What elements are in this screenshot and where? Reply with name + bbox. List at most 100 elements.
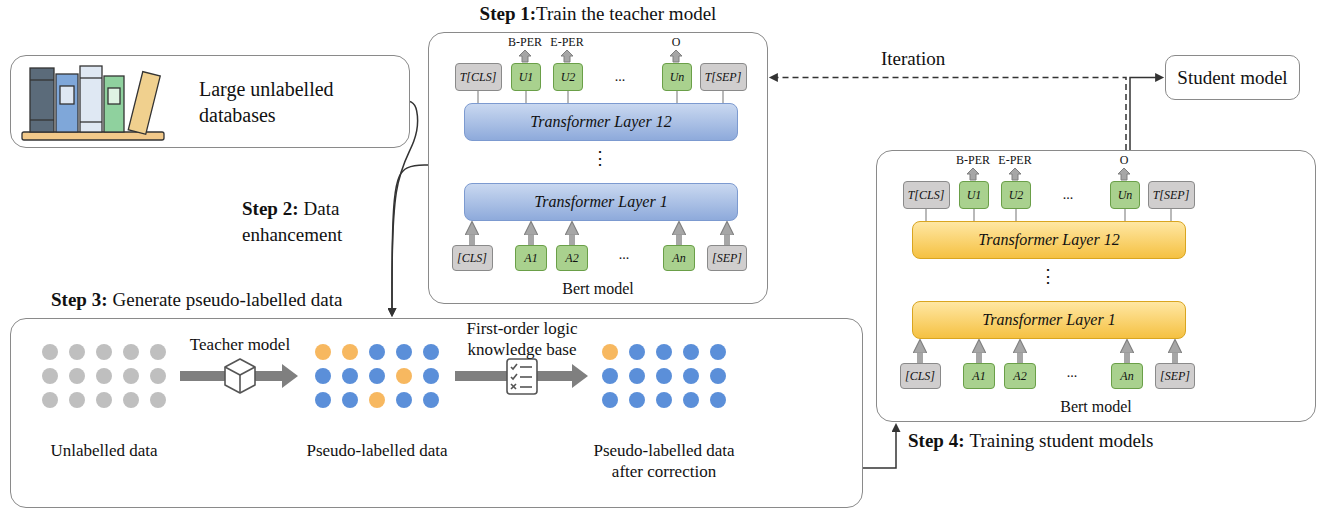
node-text: [CLS] <box>905 369 935 384</box>
node-text: Transformer Layer 1 <box>982 311 1115 329</box>
data-dot <box>150 344 166 360</box>
tag-label: E-PER <box>985 152 1045 168</box>
token-box: U2 <box>553 63 583 91</box>
data-dot <box>123 368 139 384</box>
node-text: A1 <box>524 251 537 266</box>
node-text: U2 <box>561 70 576 85</box>
token-box: A2 <box>1004 363 1036 389</box>
data-label: Pseudo-labelled data after correction <box>579 440 749 482</box>
connector-line <box>722 91 723 103</box>
data-dot <box>683 368 699 384</box>
connector-line <box>1124 209 1125 221</box>
token-box: [CLS] <box>452 245 493 271</box>
connector-arrow <box>392 102 417 310</box>
step-number: Step 3: <box>51 289 107 310</box>
data-dot <box>423 368 439 384</box>
data-dot <box>96 392 112 408</box>
node-text: T[SEP] <box>1153 188 1190 203</box>
transformer-layer: Transformer Layer 12 <box>912 221 1186 259</box>
token-box: An <box>663 245 695 271</box>
check-mark <box>511 374 517 379</box>
cube-icon <box>225 359 255 393</box>
data-dot <box>69 368 85 384</box>
token-box: U2 <box>1001 181 1031 209</box>
output-arrow <box>670 50 682 62</box>
token-box: Un <box>662 63 692 91</box>
data-dot <box>710 368 726 384</box>
node-text: T[CLS] <box>908 188 945 203</box>
node-text: U1 <box>967 188 982 203</box>
book-label <box>60 86 74 104</box>
text-area: Large unlabelled databases <box>199 56 397 147</box>
connector-arrow <box>528 234 534 245</box>
data-dot <box>369 344 385 360</box>
data-dot <box>342 368 358 384</box>
data-dot <box>396 392 412 408</box>
output-arrow <box>561 50 573 62</box>
node-text: A2 <box>565 251 578 266</box>
node-text: Large unlabelled databases <box>199 76 397 128</box>
data-dot <box>656 392 672 408</box>
data-dot <box>369 368 385 384</box>
token-box: U1 <box>959 181 989 209</box>
token-box: A1 <box>515 245 547 271</box>
token-box: [SEP] <box>707 245 747 271</box>
connector-arrow <box>469 234 475 245</box>
connector-line <box>567 91 568 103</box>
connector-arrow <box>1130 78 1156 151</box>
check-line <box>520 366 532 368</box>
books-icon <box>22 66 164 140</box>
data-dot <box>42 368 58 384</box>
data-dot <box>342 392 358 408</box>
connector-line <box>525 91 526 103</box>
output-arrow <box>967 168 979 180</box>
output-arrow <box>519 50 531 62</box>
token-box: Un <box>1110 181 1140 209</box>
data-dot <box>369 392 385 408</box>
text-area: Bert model <box>877 398 1315 416</box>
node-text: A1 <box>972 369 985 384</box>
cube-edge <box>225 367 255 375</box>
edge-label: Iteration <box>878 48 948 70</box>
tag-label: O <box>646 34 706 50</box>
connector-arrow <box>1124 352 1130 363</box>
token-box: A2 <box>556 245 588 271</box>
iteration-arrow <box>777 78 1126 151</box>
check-line <box>520 376 532 378</box>
data-dot <box>69 392 85 408</box>
data-dot <box>629 344 645 360</box>
token-box: T[SEP] <box>1148 181 1195 209</box>
checklist-sheet <box>507 359 537 394</box>
ellipsis: ... <box>600 68 640 86</box>
token-box: U1 <box>511 63 541 91</box>
output-arrows <box>519 50 1130 180</box>
data-dot <box>629 368 645 384</box>
data-dot <box>602 344 618 360</box>
data-dot <box>710 344 726 360</box>
cube-edge <box>239 375 241 393</box>
data-dot <box>656 344 672 360</box>
output-box: Student model <box>1165 55 1300 100</box>
data-dot <box>150 392 166 408</box>
node-text: T[SEP] <box>705 70 742 85</box>
node-text: U1 <box>519 70 534 85</box>
data-dot <box>396 344 412 360</box>
tag-label: B-PER <box>943 152 1003 168</box>
output-arrow <box>1118 168 1130 180</box>
node-text: [SEP] <box>712 251 742 266</box>
output-arrow <box>1009 168 1021 180</box>
node-text: Transformer Layer 12 <box>530 113 671 131</box>
data-dot <box>602 368 618 384</box>
ellipsis: ... <box>1048 186 1088 204</box>
data-dot <box>710 392 726 408</box>
arrow-label: First-order logic knowledge base <box>447 318 597 360</box>
book <box>30 68 54 132</box>
data-dot <box>315 344 331 360</box>
data-dot <box>656 368 672 384</box>
dot-grids <box>42 344 726 408</box>
data-dot <box>150 368 166 384</box>
connector-arrow <box>392 165 428 309</box>
data-dot <box>396 368 412 384</box>
step-number: Step 4: <box>908 430 964 451</box>
token-box: T[SEP] <box>700 63 747 91</box>
